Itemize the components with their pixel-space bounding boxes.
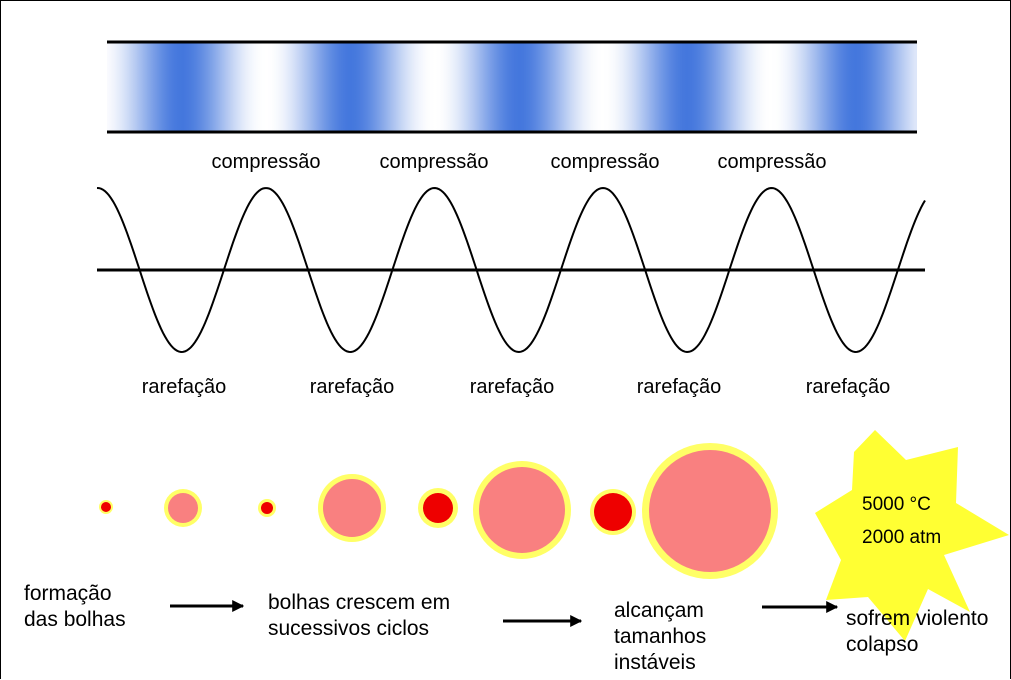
unstable-bubble bbox=[101, 502, 111, 512]
step-caption-unstable: alcançam tamanhos instáveis bbox=[614, 599, 707, 674]
growing-bubble bbox=[323, 479, 381, 537]
process-arrows bbox=[170, 600, 839, 627]
bubble-sequence bbox=[99, 443, 778, 579]
rarefaction-label: rarefação bbox=[309, 376, 395, 398]
rarefaction-label: rarefação bbox=[636, 376, 722, 398]
step-caption-growth: bolhas crescem em sucessivos ciclos bbox=[268, 591, 451, 640]
compression-band bbox=[107, 42, 917, 132]
compression-label: compressão bbox=[379, 151, 489, 173]
growing-bubble bbox=[479, 467, 565, 553]
compression-label: compressão bbox=[211, 151, 321, 173]
collapse-pressure: 2000 atm bbox=[862, 527, 942, 548]
pressure-wave bbox=[96, 186, 926, 354]
compression-label: compressão bbox=[717, 151, 827, 173]
unstable-bubble bbox=[423, 493, 453, 523]
step-caption-collapse: sofrem violento colapso bbox=[846, 607, 989, 656]
unstable-bubble bbox=[261, 502, 273, 514]
rarefaction-label: rarefação bbox=[141, 376, 227, 398]
compression-label: compressão bbox=[550, 151, 660, 173]
step-caption-formation: formação das bolhas bbox=[24, 582, 126, 631]
collapse-burst bbox=[815, 430, 1009, 641]
growing-bubble bbox=[649, 450, 771, 572]
rarefaction-label: rarefação bbox=[805, 376, 891, 398]
rarefaction-label: rarefação bbox=[469, 376, 555, 398]
growing-bubble bbox=[168, 493, 198, 523]
collapse-temperature: 5000 °C bbox=[862, 494, 931, 515]
unstable-bubble bbox=[594, 493, 632, 531]
